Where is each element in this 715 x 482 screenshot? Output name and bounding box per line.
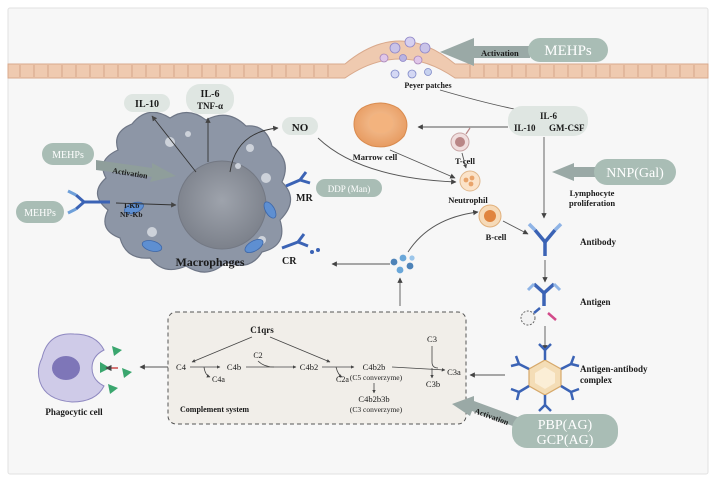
cr-label: CR [282,256,297,267]
no-output-label: NO [292,122,309,134]
il10-output-pill [124,94,170,112]
tcell-to-neutrophil-arrow [461,152,468,169]
antigen-antibody-complex-icon [510,343,580,412]
intestine-band [7,36,709,79]
complex-label-line1: Antigen-antibody [580,364,648,374]
left-mehps-label: MEHPs [24,208,56,219]
antibody-icon [527,222,563,256]
top-mehps-tag [528,38,608,62]
neutrophil-label: Neutrophil [448,195,488,205]
no-output-pill [282,117,318,135]
peyer-patches-label: Peyer patches [404,81,451,90]
antigen-label: Antigen [580,297,611,307]
c1qrs-label: C1qrs [250,325,274,335]
c3a-label: C3a [447,367,461,377]
cytokine-pill [508,106,588,136]
il10-output-label: IL-10 [135,99,159,110]
nfkb-to-nucleus-arrow [115,202,177,208]
phagocytic-cell [37,333,132,403]
ikb-label: I-Kb [124,201,139,210]
c4b2-label: C4b2 [300,362,318,372]
ddp-tag [316,179,382,197]
marrow-to-neutrophil-arrow [389,149,456,179]
gcp-label: GCP(AG) [537,433,594,448]
c4b2b3b-label: C4b2b3b [358,394,389,404]
pbp-label: PBP(AG) [538,418,593,433]
marrow-cell-label: Marrow cell [353,152,398,162]
nucleus-to-il10-arrow [151,115,197,173]
cytokine-il10: IL-10 [514,123,536,133]
cytokine-gmcsf: GM-CSF [549,123,585,133]
c4b2b-to-c3a-arrow [391,366,446,372]
complement-system-box [167,311,467,425]
c2-label: C2 [253,351,262,360]
complex-label-line2: complex [580,375,612,385]
left-mehps-tag [16,201,64,223]
antibody-label: Antibody [580,237,617,247]
antigen-icon [520,282,562,326]
marrow-cell [353,102,408,148]
bcell-to-antibody-arrow [502,220,529,235]
cr-receptor [281,233,320,254]
b-cell-label: B-cell [486,232,507,242]
nnp-arrow [552,163,596,181]
macrophage-mehps-label: MEHPs [52,150,84,161]
c1qrs-to-c4-arrow [191,336,253,363]
c4-label: C4 [176,362,187,372]
c4b2-to-c2a-arrow [335,366,343,378]
lymphocyte-label: Lymphocyte [570,188,615,198]
t-cell-label: T-cell [455,156,476,166]
mr-label: MR [296,193,313,204]
c2a-label: C2a [336,375,349,384]
il6-tnf-output-pill [186,84,234,114]
mr-receptor [285,171,311,188]
c3-label: C3 [427,334,437,344]
cytokine-il6: IL-6 [540,111,558,121]
nucleus-to-no-arrow [229,125,279,173]
macrophage-cell [96,111,292,273]
nnp-tag [594,159,676,185]
macrophage-left-receptor [67,189,110,215]
b-cell [478,204,502,228]
c4a-label: C4a [212,375,225,384]
il6-output-label: IL-6 [201,89,220,100]
c1qrs-to-c4b2-arrow [269,336,331,363]
c3-converzyme-label: (C3 converzyme) [350,405,403,414]
nfkb-label: NF-Kb [120,210,143,219]
complement-system-label: Complement system [180,405,249,414]
macrophage-mehps-tag [42,143,94,165]
top-mehps-label: MEHPs [544,43,592,59]
macrophages-title: Macrophages [175,255,244,269]
top-activation-arrow: Activation [440,38,530,66]
proliferation-label: proliferation [569,198,615,208]
peyer-patch-cells [379,36,432,79]
no-to-neutrophil-arrow [317,137,457,185]
neutrophil [459,170,481,192]
ddp-label: DDP (Man) [328,184,370,194]
tnf-output-label: TNF-α [197,101,223,111]
complement-fragments [390,254,415,274]
c4-to-c4a-arrow [203,366,211,378]
phagocytic-cell-label: Phagocytic cell [45,407,103,417]
fragments-to-bcell-arrow [407,209,479,253]
c3b-label: C3b [426,379,440,389]
pbp-gcp-tag [512,414,618,448]
c3-split-line [431,346,439,369]
c4b-label: C4b [227,362,241,372]
top-activation-label: Activation [481,48,519,58]
nnp-label: NNP(Gal) [606,166,664,181]
t-cell [450,127,471,152]
c4b2b-label: C4b2b [363,362,386,372]
c5-converzyme-label: (C5 converzyme) [350,373,403,382]
intestine-villi [19,65,695,77]
